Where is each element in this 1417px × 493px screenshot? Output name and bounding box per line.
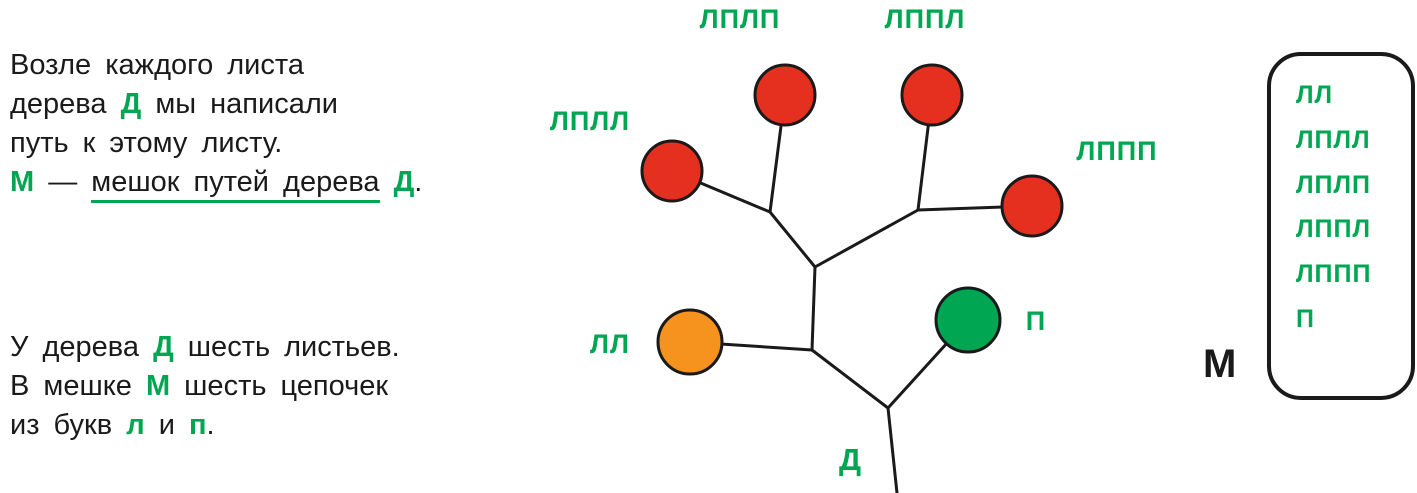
leaf-circle-p <box>934 286 1002 354</box>
text-segment: шесть листьев. <box>187 331 400 363</box>
text-line-2: дерева Д мы написали <box>10 85 540 124</box>
letter-p: п <box>188 409 207 441</box>
text-line-5: У дерева Д шесть листьев. <box>10 328 540 367</box>
bag-item: ЛЛ <box>1296 81 1334 109</box>
leaf-label-ll: ЛЛ <box>590 329 630 359</box>
task-text: Возле каждого листа дерева Д мы написали… <box>10 46 540 445</box>
bag-item: ЛПЛЛ <box>1296 125 1371 154</box>
leaf-circle-lplp <box>753 63 817 127</box>
bag-item: ЛПЛП <box>1296 170 1372 199</box>
tree-edge <box>810 348 890 410</box>
tree-edge <box>813 208 920 269</box>
letter-m: М <box>10 166 35 198</box>
bag-item: ЛППП <box>1296 260 1372 288</box>
paragraph-1: Возле каждого листа дерева Д мы написали… <box>10 46 540 203</box>
root-label: Д <box>839 442 861 477</box>
leaf-label-lppp: ЛППП <box>1076 136 1157 166</box>
bag-item: П <box>1296 304 1315 333</box>
text-segment: из букв <box>10 409 113 441</box>
leaf-label-lplp: ЛПЛП <box>700 4 781 34</box>
text-segment: Возле каждого листа <box>10 49 304 81</box>
text-segment: В мешке <box>10 370 132 402</box>
leaf-label-lpll: ЛПЛЛ <box>550 106 630 136</box>
text-segment: дерева <box>10 88 107 120</box>
period: . <box>206 409 215 441</box>
text-segment: шесть цепочек <box>184 370 389 402</box>
leaf-label-lppl: ЛППЛ <box>885 4 966 34</box>
tree-diagram: ЛПЛЛ ЛПЛП ЛППЛ ЛППП ЛЛ П Д <box>550 4 1157 493</box>
paragraph-2: У дерева Д шесть листьев. В мешке М шест… <box>10 328 540 445</box>
text-line-4: М — мешок путей дерева Д. <box>10 163 540 203</box>
bag-label: М <box>1203 342 1237 386</box>
leaf-circle-ll <box>656 308 724 376</box>
text-line-7: из букв л и п. <box>10 406 540 445</box>
underlined-phrase: мешок путей дерева <box>91 166 380 203</box>
period: . <box>414 166 423 198</box>
leaf-label-p: П <box>1026 306 1046 336</box>
text-segment: и <box>158 409 175 441</box>
letter-d: Д <box>153 331 174 363</box>
bag-box: ЛЛ ЛПЛЛ ЛПЛП ЛППЛ ЛППП П <box>1267 52 1415 400</box>
text-line-3: путь к этому листу. <box>10 124 540 163</box>
text-segment: путь к этому листу. <box>10 127 283 159</box>
text-line-1: Возле каждого листа <box>10 46 540 85</box>
text-line-6: В мешке М шесть цепочек <box>10 367 540 406</box>
letter-m: М <box>145 370 171 402</box>
text-segment: У дерева <box>10 331 139 363</box>
bag-item: ЛППЛ <box>1296 215 1372 244</box>
letter-d: Д <box>393 166 415 198</box>
leaf-circle-lppl <box>900 63 964 127</box>
tree-edge <box>886 406 899 493</box>
text-segment: мы написали <box>155 88 338 120</box>
letter-l: л <box>126 409 145 441</box>
tree-edge <box>810 265 817 352</box>
letter-d: Д <box>120 88 142 120</box>
tree-edge <box>768 210 817 269</box>
dash: — <box>48 166 78 198</box>
leaf-circle-lppp <box>1000 174 1064 238</box>
leaf-circle-lpll <box>640 139 704 203</box>
